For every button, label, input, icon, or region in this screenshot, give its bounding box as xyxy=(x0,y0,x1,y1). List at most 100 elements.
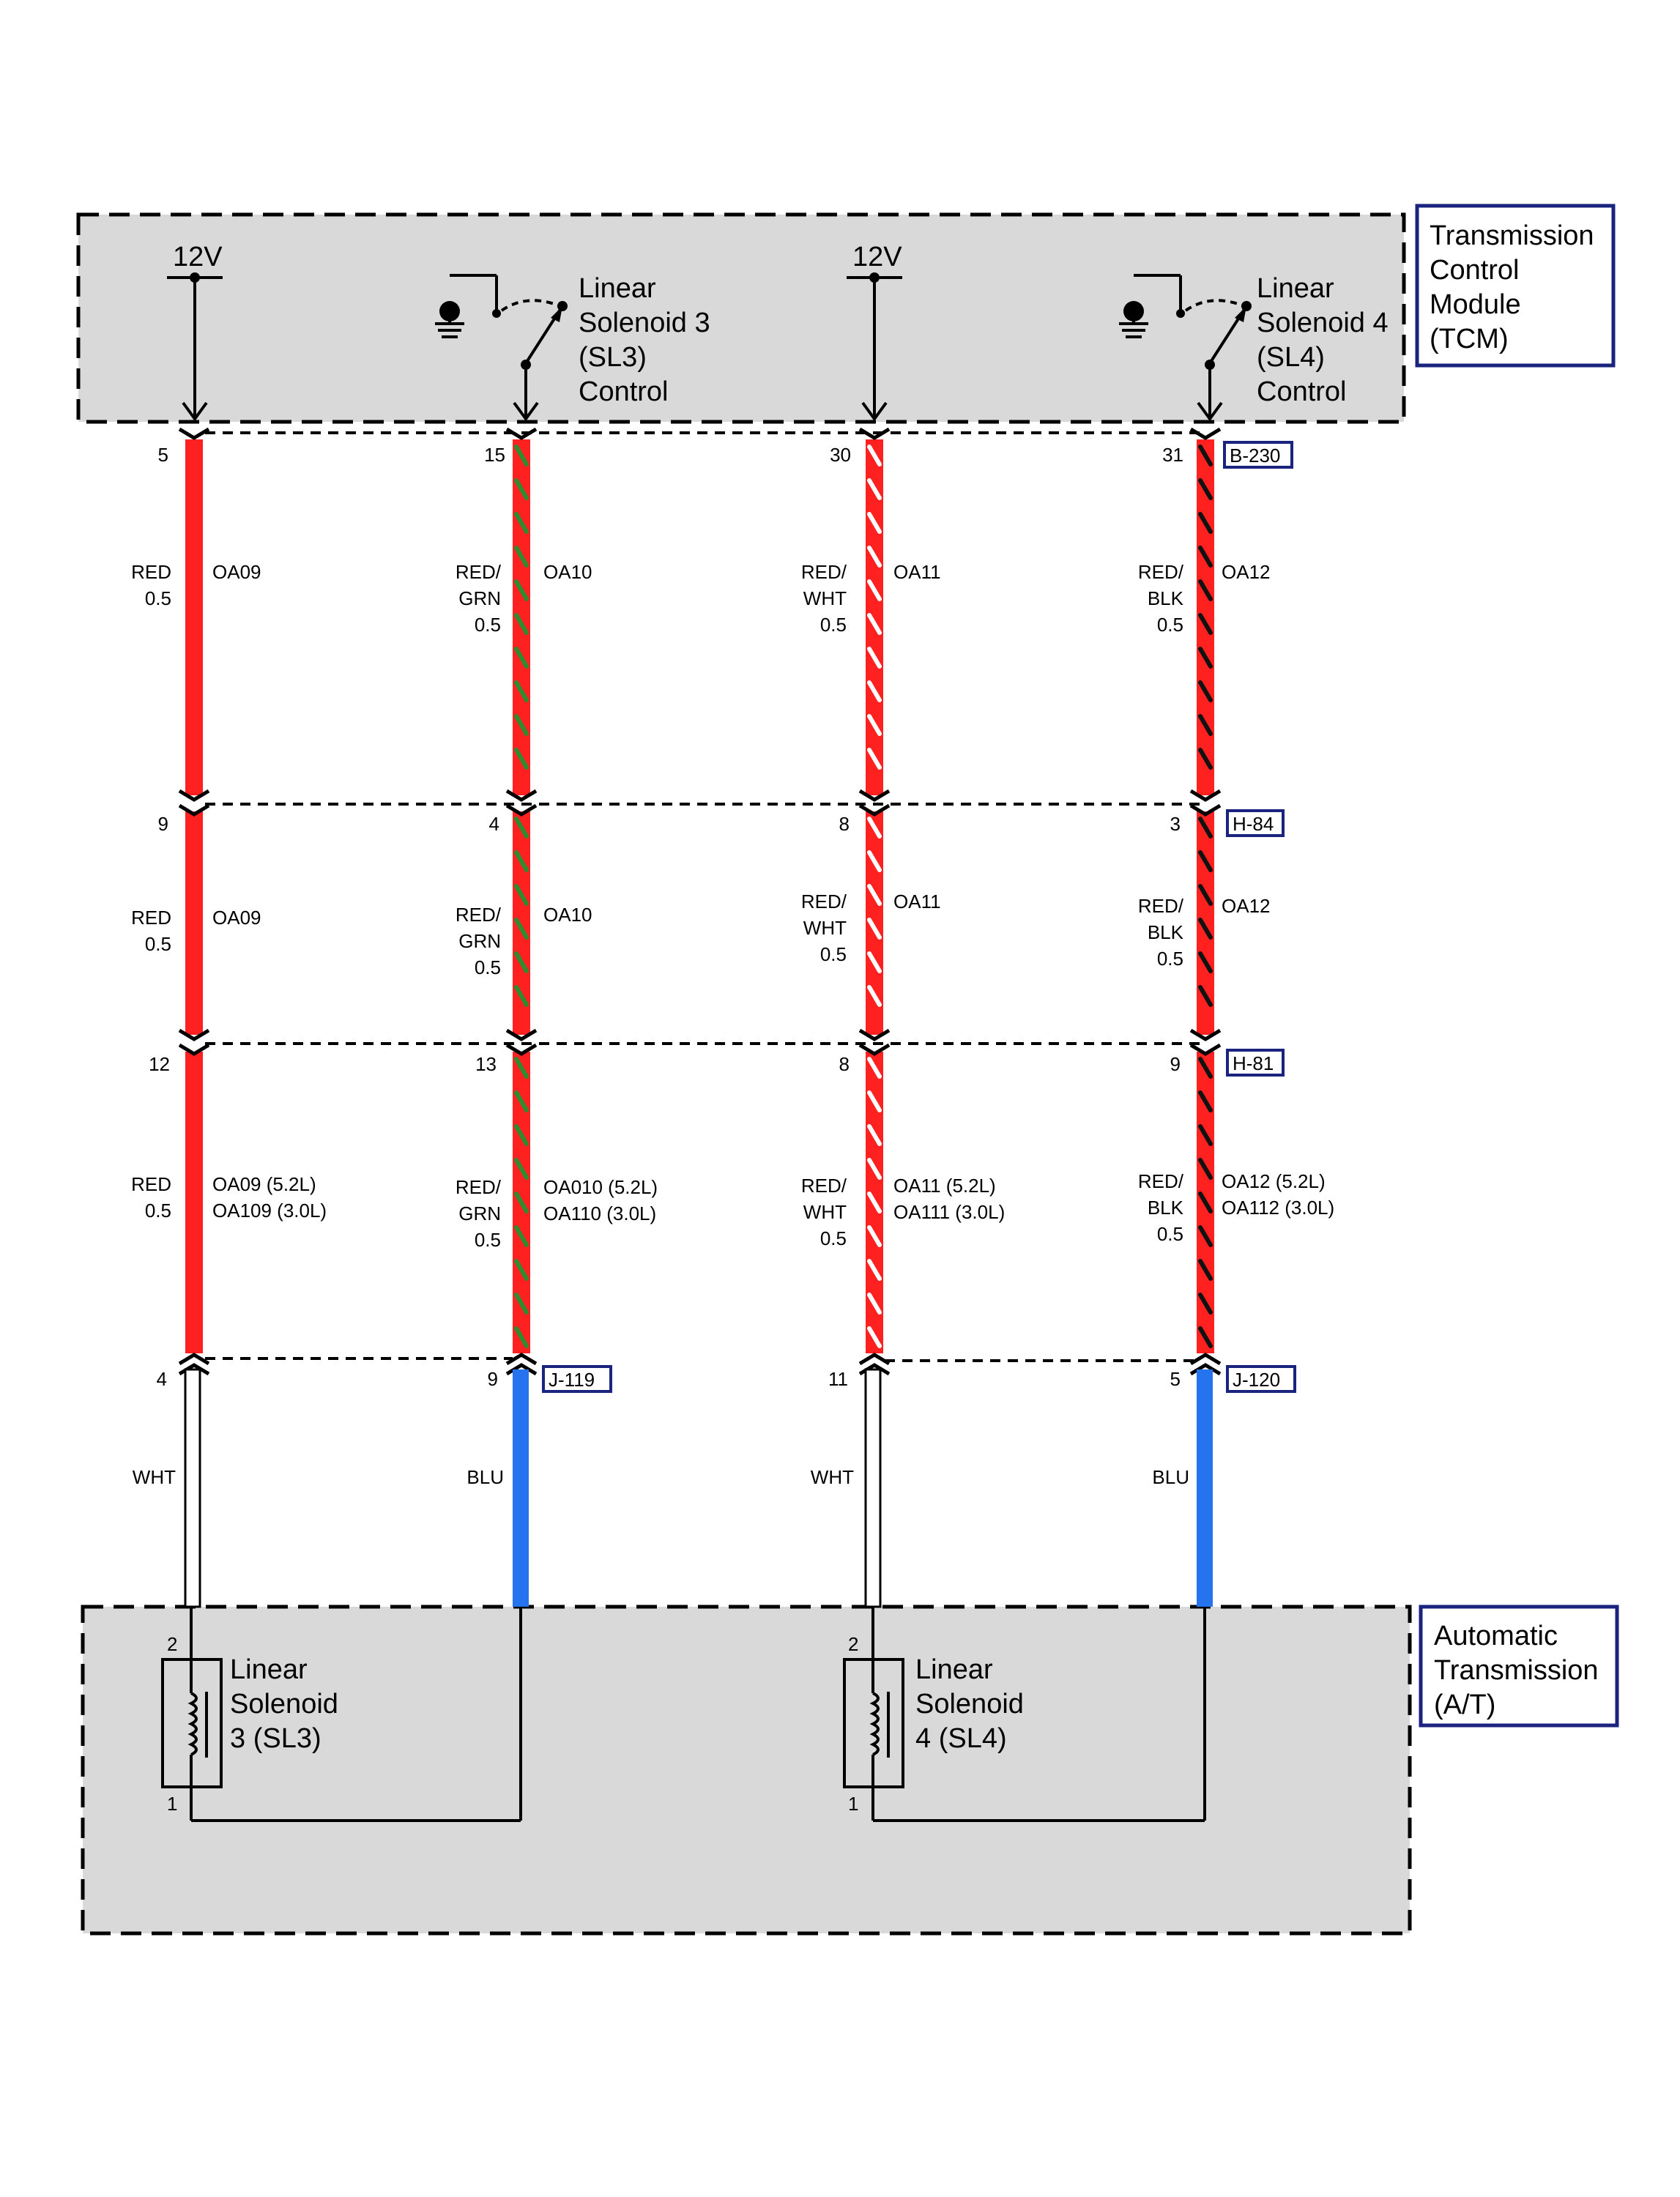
wire-group xyxy=(185,439,1214,1353)
tcm-module-box xyxy=(76,212,1406,424)
sl4-control-switch xyxy=(1119,274,1252,422)
connector-chevron-icon xyxy=(858,1028,891,1041)
wire-stripe xyxy=(1198,714,1213,736)
pin-label: 4 xyxy=(489,813,499,835)
pin-label: 13 xyxy=(475,1053,497,1075)
circuit-label: OA10 xyxy=(543,904,592,926)
pin-label: 9 xyxy=(158,813,168,835)
connector-chevron-icon xyxy=(505,789,538,802)
connector-chevron-icon xyxy=(505,427,538,440)
wire-stripe xyxy=(867,1326,882,1348)
circuit-label: OA11 xyxy=(893,891,941,912)
wire-stripe xyxy=(867,884,882,906)
power-12v-left: 12V xyxy=(173,242,223,272)
solenoid-3-label: Linear Solenoid 3 (SL3) xyxy=(230,1654,346,1754)
connector-symbol-group xyxy=(178,427,1222,1376)
wire-stripe xyxy=(514,680,529,702)
connector-chevron-icon xyxy=(858,427,891,440)
connector-b230-label: B-230 xyxy=(1230,445,1280,466)
wire-stripe xyxy=(1198,1192,1213,1213)
connector-j119-label: J-119 xyxy=(549,1369,595,1391)
wire-red-col0-seg1 xyxy=(185,811,203,1035)
wire-stripe xyxy=(514,1259,529,1281)
pin-labels-row4: 4 9 11 5 xyxy=(157,1368,1181,1390)
wire-stripe xyxy=(1198,1057,1213,1079)
wire-stripe xyxy=(867,613,882,635)
wire-stripe xyxy=(514,613,529,635)
wire-stripe xyxy=(514,1225,529,1247)
circuit-label: OA11 xyxy=(893,561,941,583)
sl3-control-label: Linear Solenoid 3 (SL3) Control xyxy=(579,273,718,407)
wire-stripe xyxy=(1198,884,1213,906)
wire-stripe xyxy=(867,579,882,601)
wire-stripe xyxy=(867,1225,882,1247)
pin-label: 5 xyxy=(158,444,168,466)
wire-color-label: WHT xyxy=(133,1466,176,1488)
connector-chevron-icon xyxy=(505,803,538,817)
wire-stripe xyxy=(514,1057,529,1079)
wire-stripe xyxy=(1198,445,1213,466)
connector-chevron-icon xyxy=(505,1043,538,1056)
tcm-label-box xyxy=(1415,204,1616,368)
wire-stripe xyxy=(514,478,529,500)
pin-labels-row1: 5 15 30 31 xyxy=(158,444,1183,466)
wire-stripe xyxy=(1198,1259,1213,1281)
wire-stripe xyxy=(514,1192,529,1213)
connector-chevron-icon xyxy=(1189,803,1222,817)
wire-color-label: BLU xyxy=(467,1466,504,1488)
wire-stripe xyxy=(514,748,529,770)
wire-stripe xyxy=(867,850,882,872)
wire-stripe xyxy=(514,1090,529,1112)
pin-labels-row2: 9 4 8 3 xyxy=(158,813,1181,835)
wire-stripe xyxy=(514,850,529,872)
wire-stripe xyxy=(1198,647,1213,669)
wire-stripe xyxy=(1198,512,1213,534)
solenoid-3: 2 1 xyxy=(161,1607,522,1822)
wire-stripe xyxy=(867,647,882,669)
circuit-label: OA09 xyxy=(212,907,261,929)
wire-stripe xyxy=(514,884,529,906)
tcm-label: Transmission Control Module (TCM) xyxy=(1430,220,1602,354)
wire-red-col0-seg0 xyxy=(185,439,203,795)
pin-label: 2 xyxy=(167,1633,177,1655)
connector-chevron-icon xyxy=(505,1353,538,1366)
wire-stripe xyxy=(867,1124,882,1146)
circuit-label: OA09 xyxy=(212,561,261,583)
wire-stripe xyxy=(514,985,529,1007)
wire-stripe xyxy=(514,918,529,940)
wire-stripe xyxy=(1198,1326,1213,1348)
pin-labels-row3: 12 13 8 9 xyxy=(149,1053,1181,1075)
wire-stripe xyxy=(514,512,529,534)
wire-stripe xyxy=(867,1158,882,1180)
wire-stripe xyxy=(514,714,529,736)
pin-label: 9 xyxy=(1170,1053,1181,1075)
at-module-box xyxy=(81,1605,1412,1936)
pin-label: 12 xyxy=(149,1053,170,1075)
pin-label: 3 xyxy=(1170,813,1181,835)
sl4-control-label: Linear Solenoid 4 (SL4) Control xyxy=(1257,273,1396,407)
circuit-label: OA09 (5.2L)OA109 (3.0L) xyxy=(212,1173,327,1222)
pin-label: 8 xyxy=(839,1053,850,1075)
connector-chevron-icon xyxy=(1189,1363,1222,1376)
pin-label: 5 xyxy=(1170,1368,1181,1390)
pin-label: 9 xyxy=(488,1368,498,1390)
solenoid-4-label: Linear Solenoid 4 (SL4) xyxy=(915,1654,1031,1754)
pin-label: 8 xyxy=(839,813,850,835)
wire-stripe xyxy=(867,748,882,770)
wire-seg4-wht-1 xyxy=(184,1368,201,1608)
connector-chevron-icon xyxy=(858,1043,891,1056)
wire-stripe xyxy=(514,546,529,568)
pin-label: 30 xyxy=(830,444,851,466)
wire-stripe xyxy=(1198,546,1213,568)
connector-chevron-icon xyxy=(1189,1353,1222,1366)
sl3-control-switch xyxy=(435,274,568,422)
